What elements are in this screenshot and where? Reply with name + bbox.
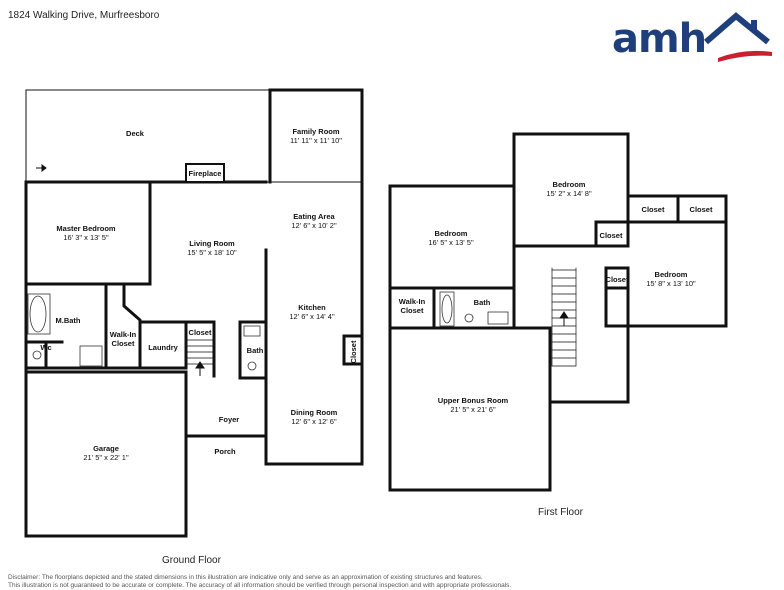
disclaimer: Disclaimer: The floorplans depicted and … (8, 574, 778, 590)
master-bedroom-dims: 16' 3" x 13' 5" (63, 233, 109, 242)
living-room-label: Living Room (189, 239, 235, 248)
first-floor-outline (388, 132, 728, 492)
bedroom-2-label: Bedroom (435, 229, 468, 238)
master-bedroom-label: Master Bedroom (56, 224, 116, 233)
laundry-label: Laundry (148, 343, 178, 352)
bedroom-1-dims: 15' 2" x 14' 8" (546, 189, 592, 198)
disclaimer-line-1: Disclaimer: The floorplans depicted and … (8, 574, 483, 581)
wc-label: Wc (40, 343, 51, 352)
upper-bonus-room-label: Upper Bonus Room (438, 396, 509, 405)
disclaimer-line-2: This illustration is not guaranteed to b… (8, 582, 512, 589)
fireplace-label: Fireplace (189, 169, 222, 178)
logo-text: amh (612, 16, 707, 62)
closet-b-label: Closet (349, 340, 358, 363)
dining-room-dims: 12' 6" x 12' 6" (291, 417, 337, 426)
bedroom-3-dims: 15' 8" x 13' 10" (646, 279, 696, 288)
stair-arrow-icon (36, 164, 569, 376)
living-room-dims: 15' 5" x 18' 10" (187, 248, 237, 257)
bath-label: Bath (247, 346, 264, 355)
kitchen-dims: 12' 6" x 14' 4" (289, 312, 335, 321)
bedroom-2-dims: 16' 5" x 13' 5" (428, 238, 474, 247)
family-room-label: Family Room (292, 127, 339, 136)
closet-3-label: Closet (600, 231, 623, 240)
garage-dims: 21' 5" x 22' 1" (83, 453, 129, 462)
house-roof-icon (704, 12, 772, 62)
kitchen-label: Kitchen (298, 303, 326, 312)
first-floor-label: First Floor (538, 507, 583, 518)
ground-floor-label: Ground Floor (162, 555, 221, 566)
property-address: 1824 Walking Drive, Murfreesboro (8, 10, 160, 21)
closet-1-label: Closet (642, 205, 665, 214)
eating-area-label: Eating Area (293, 212, 335, 221)
eating-area-dims: 12' 6" x 10' 2" (291, 221, 337, 230)
porch-label: Porch (214, 447, 236, 456)
garage-label: Garage (93, 444, 119, 453)
closet-4-label: Closet (606, 275, 629, 284)
ff-bath-label: Bath (474, 298, 491, 307)
bedroom-3-label: Bedroom (655, 270, 688, 279)
closet-a-label: Closet (189, 328, 212, 337)
amh-logo: amh (606, 8, 776, 66)
foyer-label: Foyer (219, 415, 240, 424)
family-room-dims: 11' 11" x 11' 10" (290, 136, 342, 145)
bedroom-1-label: Bedroom (553, 180, 586, 189)
m-bath-label: M.Bath (56, 316, 81, 325)
upper-bonus-room-dims: 21' 5" x 21' 6" (450, 405, 496, 414)
closet-2-label: Closet (690, 205, 713, 214)
deck-label: Deck (126, 129, 145, 138)
dining-room-label: Dining Room (291, 408, 338, 417)
